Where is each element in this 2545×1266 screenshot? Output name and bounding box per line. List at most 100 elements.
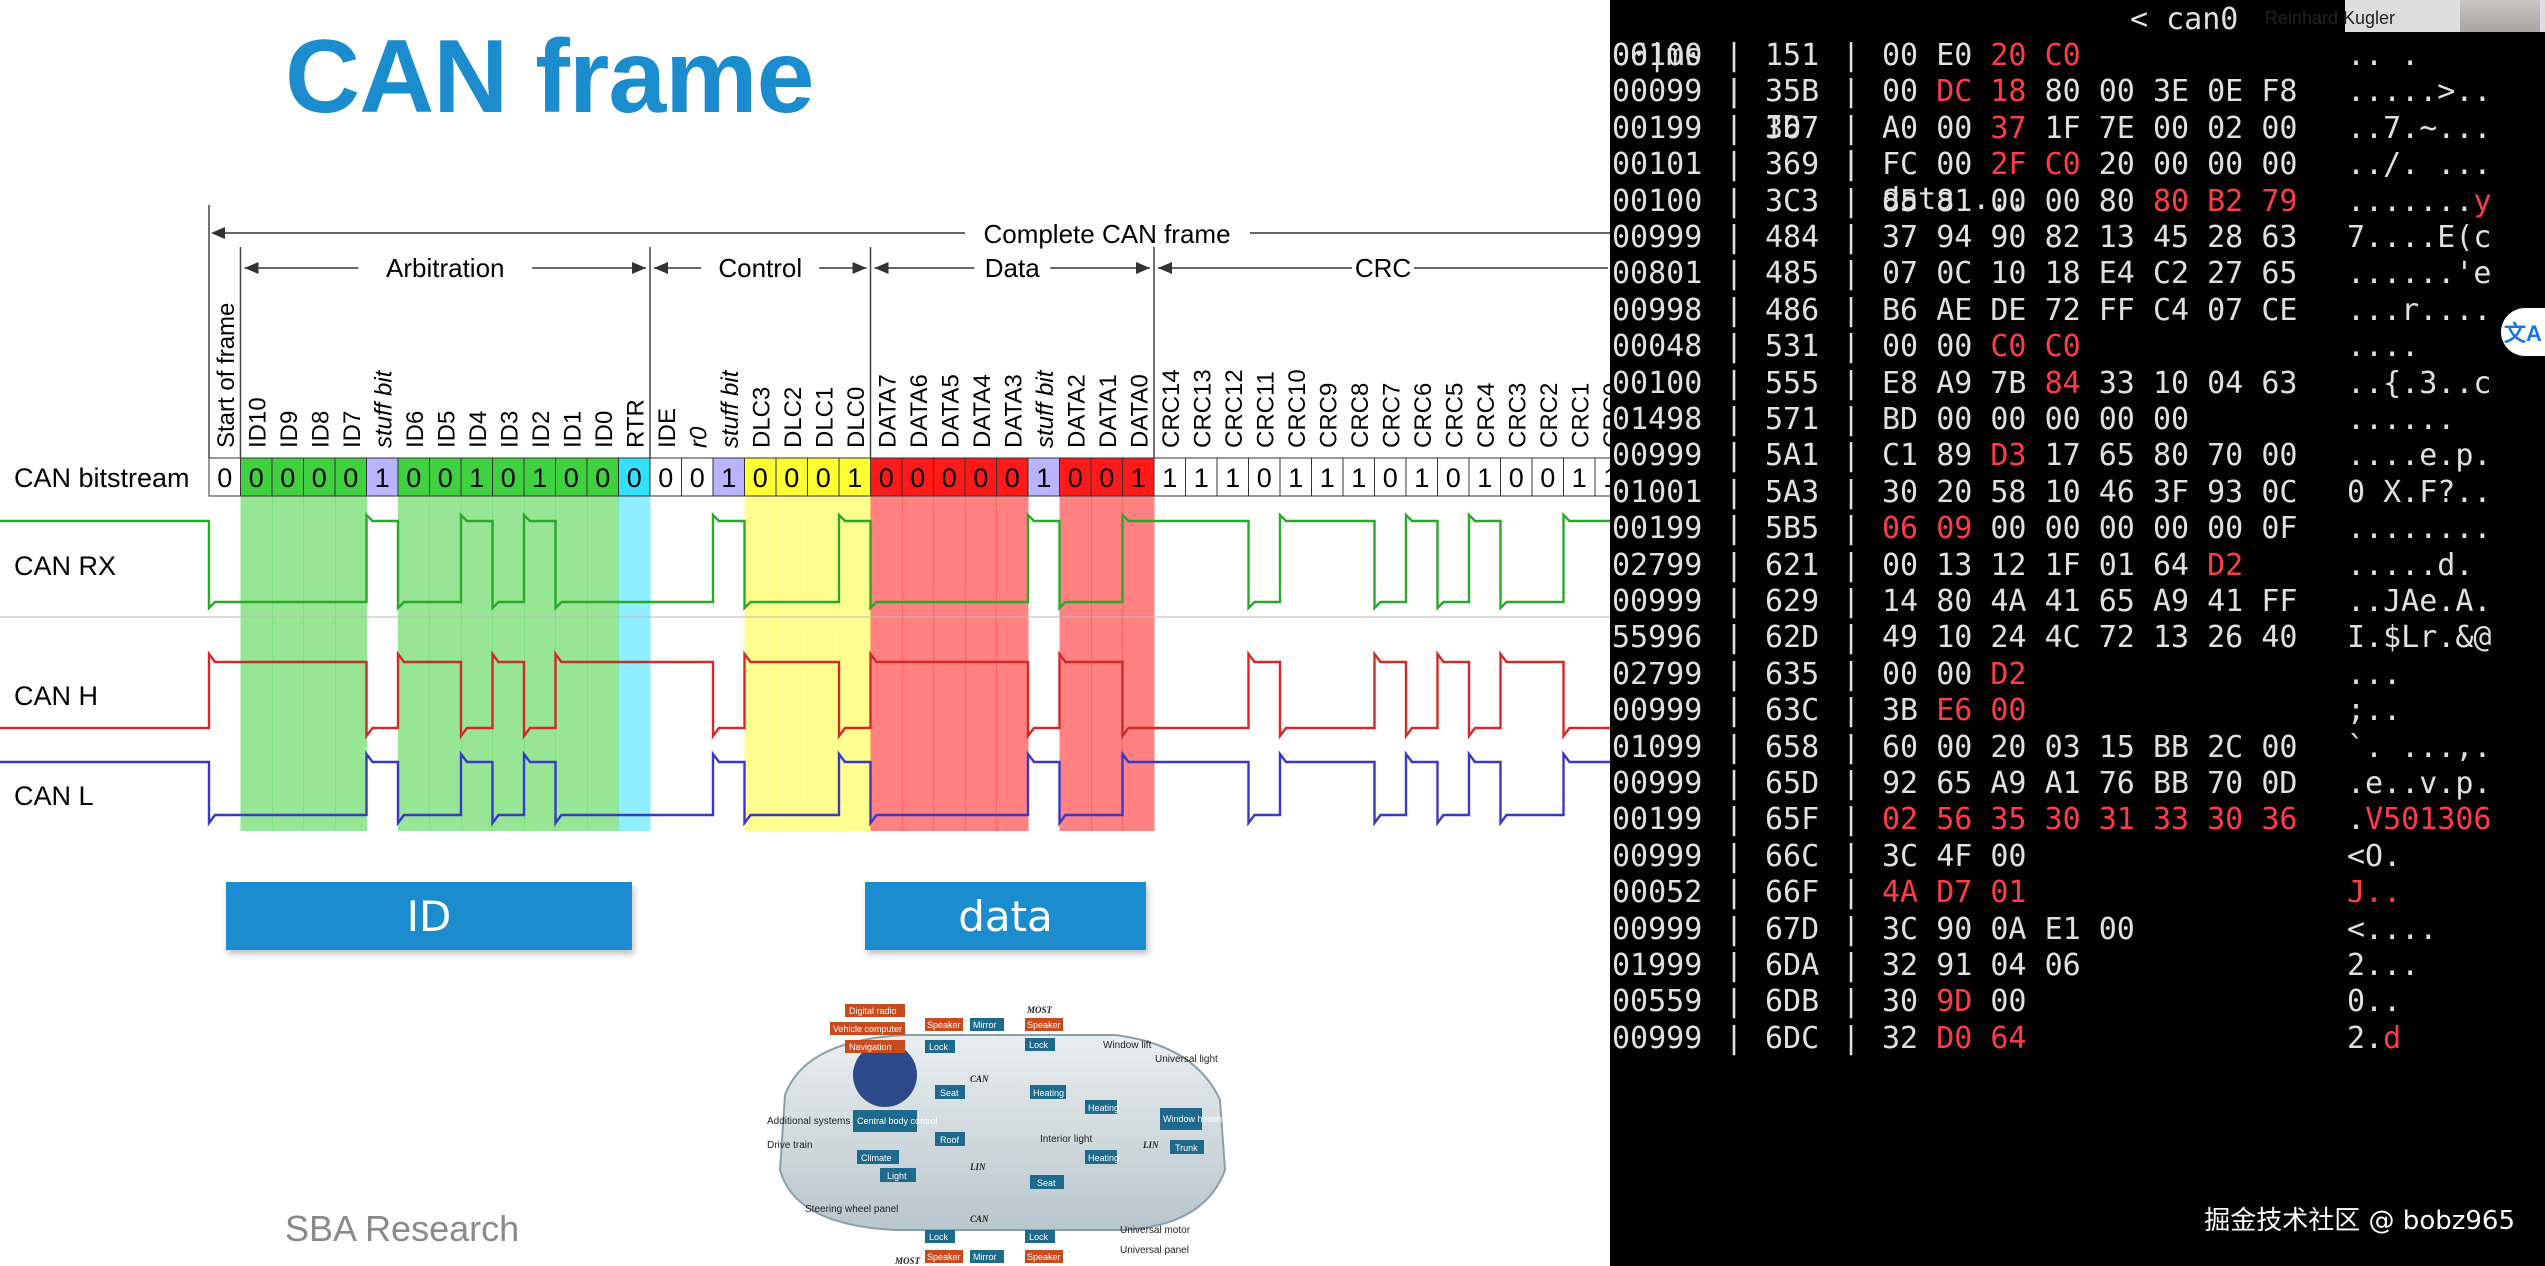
row-time: 01001 xyxy=(1612,474,1703,510)
row-time: 01498 xyxy=(1612,402,1703,437)
row-time: 00999 xyxy=(1612,911,1703,947)
row-time: 00999 xyxy=(1612,838,1703,874)
terminal-row: 00801|485|07 0C 10 18 E4 C2 27 65......'… xyxy=(1612,256,2492,292)
bit-field-label: DLC2 xyxy=(780,387,807,448)
label-lin-2: LIN xyxy=(1142,1140,1159,1150)
row-ascii: 2... xyxy=(2347,948,2420,983)
row-bytes: A0 00 37 1F 7E 00 02 00 xyxy=(1882,111,2297,147)
byte: 27 xyxy=(2207,256,2262,292)
translate-icon[interactable]: 文A xyxy=(2501,308,2545,356)
terminal-row: 00199|367|A0 00 37 1F 7E 00 02 00..7.~..… xyxy=(1612,110,2492,147)
byte: 3F xyxy=(2152,474,2208,510)
bit-value: 0 xyxy=(280,463,295,493)
bit-field-label: CRC5 xyxy=(1441,383,1468,448)
byte: 35 xyxy=(1990,802,2045,838)
byte: 93 xyxy=(2207,474,2262,510)
byte: 20 xyxy=(1990,38,2045,73)
byte: 30 xyxy=(1882,474,1937,510)
byte: 17 xyxy=(2044,438,2099,474)
bit-cell xyxy=(303,457,336,497)
arrow-head xyxy=(874,262,889,274)
terminal-window[interactable]: 06|ms | ID | data ... < can0 Reinhard Ku… xyxy=(1610,0,2545,1266)
row-ascii: .e..v.p. xyxy=(2347,766,2492,801)
bit-field-label: ID7 xyxy=(339,411,366,448)
byte: 00 xyxy=(2098,74,2153,110)
label-heating-3: Heating xyxy=(1088,1153,1119,1163)
label-lin: LIN xyxy=(969,1162,986,1172)
bit-field-label: CRC4 xyxy=(1473,383,1500,448)
byte: E4 xyxy=(2098,256,2153,292)
byte: BB xyxy=(2152,766,2208,801)
id-callout: ID xyxy=(226,882,632,950)
byte: E0 xyxy=(1936,38,1991,73)
bit-band xyxy=(933,496,966,831)
row-id: 67D xyxy=(1765,911,1820,947)
byte: 18 xyxy=(1990,74,2045,110)
label-light: Light xyxy=(887,1171,907,1181)
label-navigation: Navigation xyxy=(849,1042,892,1052)
bit-field-label: CRC1 xyxy=(1567,383,1594,448)
byte: 85 xyxy=(1882,183,1937,219)
row-ascii: <O. xyxy=(2347,838,2402,874)
byte: 14 xyxy=(1882,584,1937,619)
row-time: 00048 xyxy=(1612,329,1703,365)
label-window-heating: Window heating xyxy=(1163,1114,1227,1124)
byte: 06 xyxy=(1882,511,1937,547)
byte: 00 xyxy=(1882,74,1937,110)
byte: 26 xyxy=(2207,620,2262,656)
row-id: 658 xyxy=(1765,729,1820,765)
row-ascii: ...r.... xyxy=(2347,292,2492,328)
label-most-2: MOST xyxy=(894,1256,921,1266)
row-ascii: 0 X.F?.. xyxy=(2347,474,2492,510)
byte: 00 xyxy=(1990,838,2027,874)
byte: BB xyxy=(2152,729,2208,765)
bit-field-label: CRC7 xyxy=(1378,383,1405,448)
row-id: 66F xyxy=(1765,875,1820,911)
row-time: 00052 xyxy=(1612,875,1703,911)
bit-cell xyxy=(460,457,493,497)
byte: 00 xyxy=(1936,110,1991,146)
bit-field-label: ID3 xyxy=(496,411,523,448)
byte: 00 xyxy=(2098,911,2135,947)
byte: 3C xyxy=(1882,838,1937,874)
bit-cell xyxy=(271,457,304,497)
byte: 3C xyxy=(1882,911,1937,947)
label-trunk: Trunk xyxy=(1175,1143,1198,1153)
bit-value: 0 xyxy=(217,463,232,493)
byte: 0C xyxy=(1936,256,1991,292)
row-id: 635 xyxy=(1765,656,1820,692)
bit-value: 1 xyxy=(1162,463,1177,493)
label-heating-2: Heating xyxy=(1088,1103,1119,1113)
row-id: 629 xyxy=(1765,584,1820,619)
byte: 60 xyxy=(1882,729,1937,765)
row-ascii: .. . xyxy=(2347,38,2420,73)
bit-value: 1 xyxy=(1477,463,1492,493)
byte: 80 xyxy=(2044,74,2099,110)
row-bytes: 06 09 00 00 00 00 00 0F xyxy=(1882,511,2297,547)
signal-label: CAN bitstream xyxy=(14,463,190,493)
byte: FF xyxy=(2261,584,2298,619)
byte: 00 xyxy=(1882,547,1937,583)
row-bytes: 00 13 12 1F 01 64 D2 xyxy=(1882,548,2243,584)
byte: 03 xyxy=(2044,729,2099,765)
row-ascii: ;.. xyxy=(2347,693,2402,729)
bit-value: 0 xyxy=(627,463,642,493)
byte: A9 xyxy=(1990,766,2045,801)
byte: 00 xyxy=(2261,729,2298,765)
bit-value: 0 xyxy=(343,463,358,493)
bit-cell xyxy=(1531,457,1564,497)
bit-value: 0 xyxy=(249,463,264,493)
row-ascii: ... xyxy=(2347,656,2402,692)
frame-label: Complete CAN frame xyxy=(983,219,1230,249)
byte: 15 xyxy=(2098,729,2153,765)
bit-cell xyxy=(492,457,525,497)
watermark: 掘金技术社区 @ bobz965 xyxy=(2204,1206,2515,1236)
signal-label: CAN L xyxy=(14,781,94,811)
terminal-row: 00999|67D|3C 90 0A E1 00<.... xyxy=(1612,911,2438,948)
bit-band xyxy=(902,496,934,831)
row-bytes: 3C 90 0A E1 00 xyxy=(1882,912,2135,948)
label-mirror: Mirror xyxy=(973,1020,997,1030)
byte: B6 xyxy=(1882,292,1937,328)
byte: 00 xyxy=(1882,656,1937,692)
byte: 4A xyxy=(1882,875,1937,911)
